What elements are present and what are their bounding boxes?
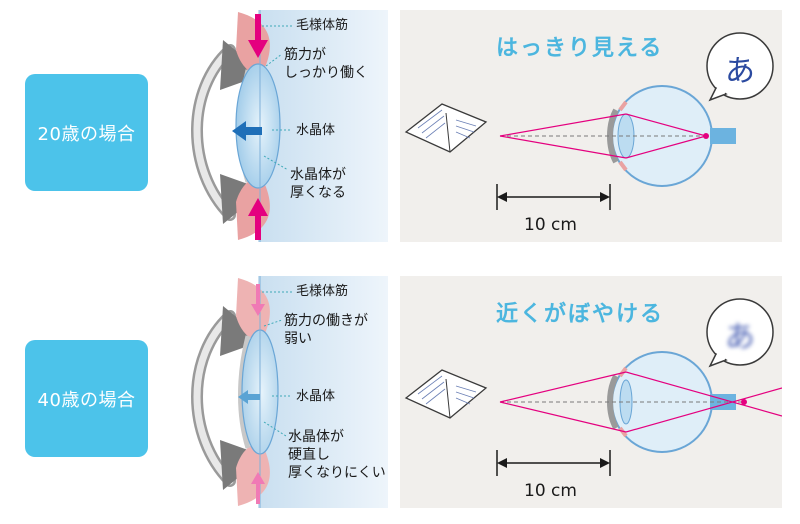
bubble-character-blurred: あ	[725, 320, 755, 355]
focus-scene-40: 近くがぼやける 10 cm あ	[400, 276, 782, 508]
speech-bubble-icon	[706, 298, 774, 368]
label-ciliary-muscle: 毛様体筋	[296, 18, 349, 33]
distance-label: 10 cm	[524, 481, 577, 501]
eye-crosssection-illustration	[191, 10, 388, 242]
age-label-20: 20歳の場合	[25, 74, 148, 191]
eye-crosssection-40: 毛様体筋 筋力の働きが 弱い 水晶体 水晶体が 硬直し 厚くなりにくい	[168, 276, 388, 508]
label-lens-state-line1: 水晶体が	[288, 429, 344, 445]
focus-scene-20: はっきり見える 10 cm あ	[400, 10, 782, 242]
label-lens: 水晶体	[296, 389, 336, 404]
comparison-row-40: 40歳の場合	[0, 276, 800, 521]
label-muscle-line2: しっかり働く	[284, 65, 368, 81]
focus-diagram	[404, 298, 782, 476]
heading-blurry-near: 近くがぼやける	[496, 302, 665, 327]
label-lens-state-line1: 水晶体が	[290, 167, 346, 183]
distance-label: 10 cm	[524, 215, 577, 235]
comparison-row-20: 20歳の場合	[0, 10, 800, 255]
label-lens: 水晶体	[296, 123, 336, 138]
bubble-character: あ	[725, 54, 755, 89]
eye-crosssection-illustration	[191, 276, 388, 508]
eye-crosssection-20: 毛様体筋 筋力が しっかり働く 水晶体 水晶体が 厚くなる	[168, 10, 388, 242]
label-lens-state-line3: 厚くなりにくい	[288, 465, 386, 481]
open-book-icon	[404, 369, 488, 419]
heading-clear-view: はっきり見える	[496, 36, 664, 61]
label-muscle-line2: 弱い	[284, 331, 312, 347]
focus-diagram	[404, 32, 774, 210]
age-label-40: 40歳の場合	[25, 340, 148, 457]
speech-bubble-icon	[706, 32, 774, 102]
label-muscle-line1: 筋力の働きが	[284, 313, 368, 329]
open-book-icon	[404, 103, 488, 153]
label-lens-state-line2: 厚くなる	[290, 185, 346, 201]
label-ciliary-muscle: 毛様体筋	[296, 284, 349, 299]
label-lens-state-line2: 硬直し	[288, 447, 330, 463]
label-muscle-line1: 筋力が	[284, 47, 326, 63]
